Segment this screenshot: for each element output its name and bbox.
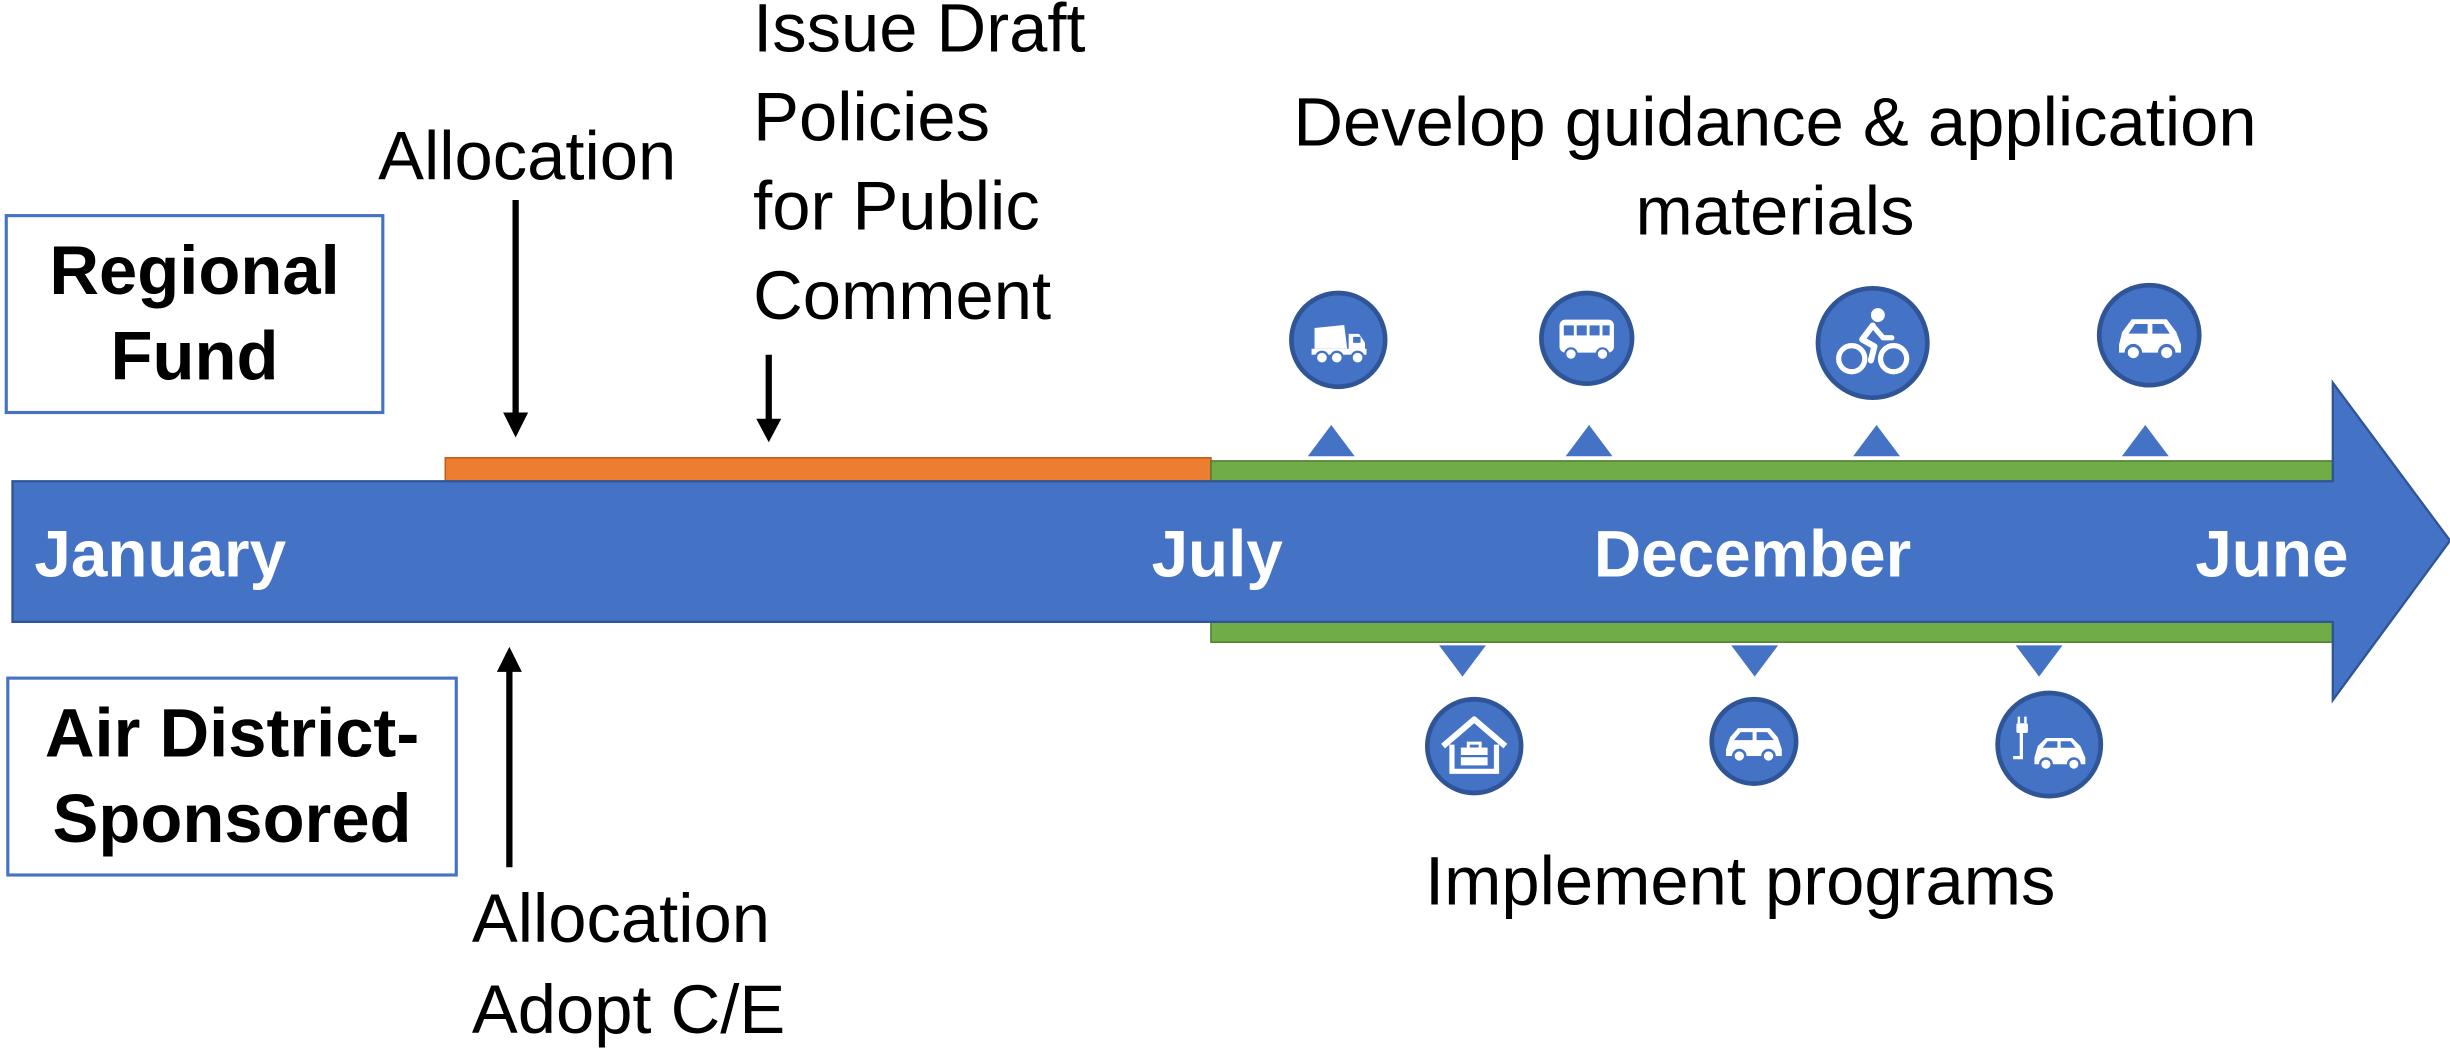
house-toolbox-icon (1425, 697, 1523, 795)
car-icon (1709, 697, 1798, 786)
car-icon (2097, 283, 2202, 388)
allocation-top-note: Allocation (378, 113, 676, 202)
milestone-marker-top-4 (2122, 425, 2169, 456)
allocation-bottom-note: Allocation Adopt C/E (472, 875, 785, 1056)
allocation-bottom-pointer (497, 647, 522, 867)
air-district-sponsored-label: Air District- Sponsored (6, 677, 458, 877)
issue-draft-pointer (756, 355, 781, 443)
develop-guidance-note: Develop guidance & application materials (1244, 78, 2307, 256)
milestone-marker-top-1 (1308, 425, 1355, 456)
electric-car-icon (1995, 691, 2103, 799)
month-december: December (1594, 522, 1911, 588)
month-june: June (2195, 522, 2348, 588)
regional-phase-bar-orange (445, 458, 1211, 481)
air-district-phase-bar-green (1211, 622, 2336, 642)
milestone-marker-bottom-2 (1731, 645, 1778, 676)
milestone-marker-bottom-3 (2016, 645, 2063, 676)
milestone-marker-bottom-1 (1439, 645, 1486, 676)
month-july: July (1152, 522, 1283, 588)
bus-icon (1539, 291, 1634, 386)
issue-draft-note: Issue Draft Policies for Public Comment (753, 0, 1085, 341)
milestone-marker-top-3 (1853, 425, 1900, 456)
dump-truck-icon (1289, 291, 1387, 389)
regional-phase-bar-green (1211, 461, 2336, 481)
allocation-top-pointer (503, 200, 528, 438)
implement-programs-note: Implement programs (1425, 838, 2055, 927)
milestone-marker-top-2 (1566, 425, 1613, 456)
regional-fund-label: Regional Fund (5, 214, 385, 414)
month-january: January (34, 522, 286, 588)
cyclist-icon (1816, 286, 1930, 400)
